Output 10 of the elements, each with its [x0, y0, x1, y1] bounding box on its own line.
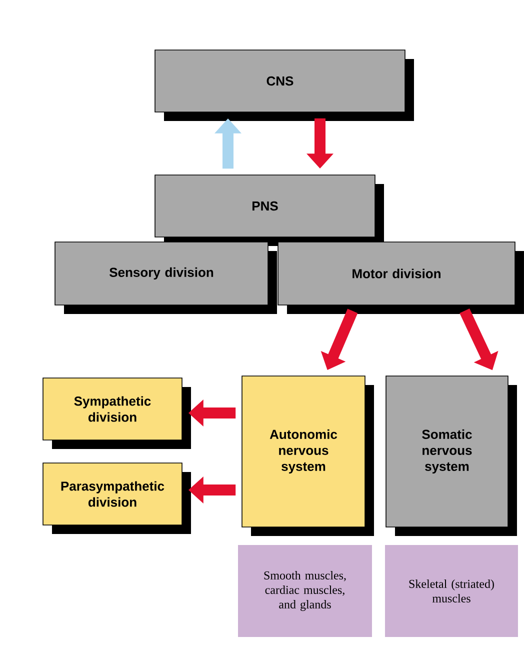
process-box: Autonomic nervous system: [242, 376, 374, 536]
process-box: CNS: [154, 50, 414, 121]
target-box: Smooth muscles, cardiac muscles, and glands: [238, 545, 372, 637]
process-box: Sympathetic division: [42, 378, 191, 449]
process-box: Parasympathetic division: [42, 462, 191, 534]
process-box: Somatic nervous system: [386, 376, 517, 536]
process-box: Motor division: [278, 242, 524, 314]
process-box: PNS: [154, 174, 384, 246]
target-box: Skeletal (striated) muscles: [385, 545, 518, 637]
process-box: Sensory division: [54, 242, 277, 314]
